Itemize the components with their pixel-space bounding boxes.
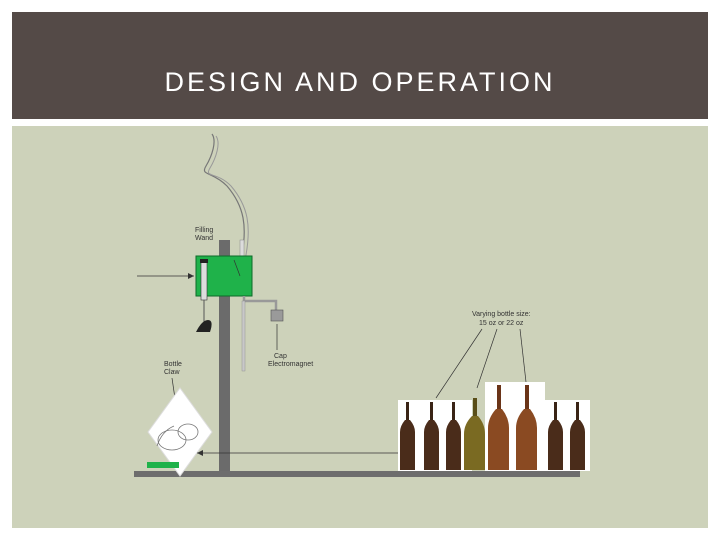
bottle-tall-1 [488,385,509,470]
slide-title: DESIGN AND OPERATION [164,67,556,97]
label-claw-2: Claw [164,369,181,376]
size-leader-3 [519,328,527,383]
wand-arrow [233,259,241,277]
diagram-panel: Filling Wand Cap Electromagnet Bottle Cl… [12,126,708,528]
bottle-short-4 [548,402,563,470]
label-claw-1: Bottle [164,361,182,368]
base-rail [134,471,580,477]
label-bottle-size-values: 15 oz or 22 oz [479,320,524,327]
label-filling-wand-1: Filling [195,227,213,234]
label-filling-wand-2: Wand [195,235,213,242]
claw-green-base [147,462,179,468]
input-arrowhead [188,273,194,279]
label-bottle-size-title: Varying bottle size: [472,311,531,318]
filling-machine-diagram: Filling Wand Cap Electromagnet Bottle Cl… [134,133,590,477]
travel-arrowhead-left [197,450,203,456]
vertical-stand [219,240,230,471]
cap-electromagnet [270,309,284,322]
filler-bell [196,320,212,332]
label-cap-1: Cap [274,353,287,360]
bottle-green [464,398,485,470]
size-leader-2 [476,328,498,389]
bottle-tall-2 [516,385,537,470]
filler-cylinder-cap [200,259,208,263]
label-cap-2: Electromagnet [268,361,313,368]
bottle-short-3 [446,402,461,470]
cap-arm [242,296,278,318]
title-bar: DESIGN AND OPERATION [12,12,708,119]
size-leader-1 [435,328,483,399]
bottle-short-2 [424,402,439,470]
filling-tube [203,133,245,261]
bottle-short-1 [400,402,415,470]
bottle-claw [147,387,213,477]
filler-cylinder [200,259,208,301]
cap-arm-support [241,300,246,372]
bottle-short-5 [570,402,585,470]
filling-tube-inner [208,135,249,261]
